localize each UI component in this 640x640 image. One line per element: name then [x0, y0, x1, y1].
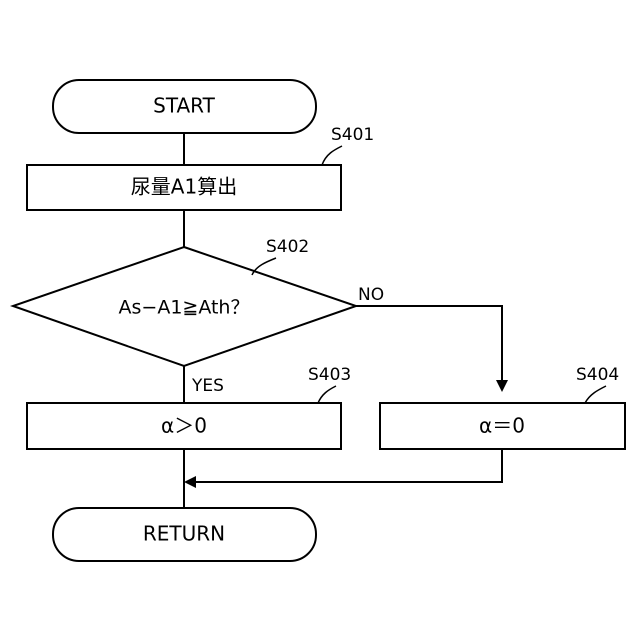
branch-no-label: NO: [358, 285, 384, 305]
step-s401-leader: [322, 146, 342, 165]
step-s402-text: As−A1≧Ath？: [119, 297, 250, 319]
step-s404-id: S404: [576, 365, 619, 385]
step-s403-text: α＞0: [161, 414, 207, 438]
connector-s404-merge: [186, 449, 502, 482]
step-s403-leader: [318, 386, 336, 403]
step-s402-id: S402: [266, 237, 309, 257]
step-s404-text: α＝0: [479, 414, 525, 438]
branch-yes-label: YES: [191, 376, 224, 396]
step-s401-id: S401: [331, 125, 374, 145]
connector-no-branch: [356, 306, 502, 390]
step-s403-id: S403: [308, 365, 351, 385]
step-s404-leader: [585, 386, 606, 403]
start-label: START: [153, 94, 215, 118]
return-label: RETURN: [143, 522, 225, 546]
step-s401-text: 尿量A1算出: [131, 175, 237, 199]
